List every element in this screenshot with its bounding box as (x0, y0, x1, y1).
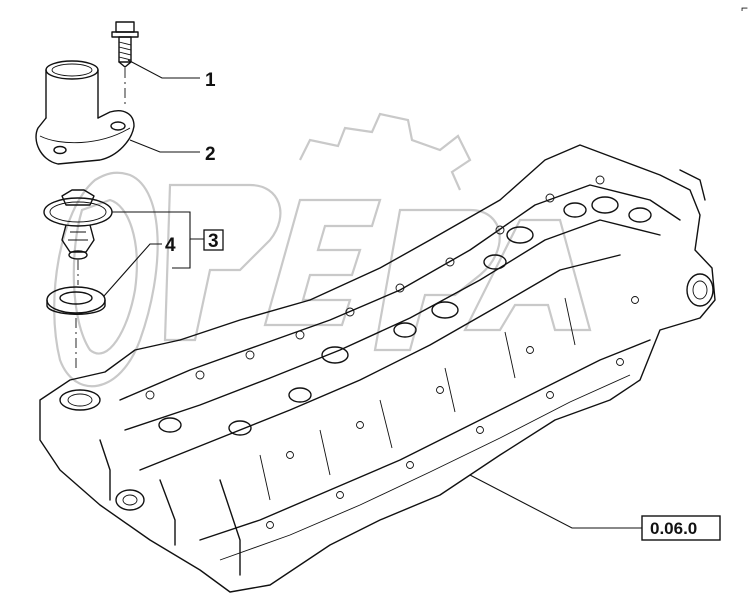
cylinder-head-assembly (39, 144, 716, 593)
callout-3-label: 3 (208, 231, 219, 252)
reference-box-frame (641, 515, 721, 541)
callout-4-label: 4 (165, 235, 176, 256)
watermark-logo (53, 112, 592, 388)
callout-1-label: 1 (205, 70, 216, 91)
reference-box[interactable]: 0.06.0 (641, 515, 721, 541)
corner-mark: ⌐ (741, 1, 748, 15)
head-bolt-holes (145, 175, 639, 529)
part-1-bolt (111, 21, 139, 108)
part-2-thermostat-housing (35, 60, 135, 165)
callout-3-box (203, 229, 224, 251)
callout-3: 3 (203, 229, 224, 252)
part-3-thermostat (43, 189, 113, 285)
part-4-seal-ring (46, 286, 106, 370)
callout-2-label: 2 (205, 144, 216, 165)
reference-box-label: 0.06.0 (650, 519, 697, 538)
callout-2: 2 (205, 144, 216, 165)
callout-4: 4 (165, 235, 176, 256)
leader-lines (103, 59, 642, 529)
callout-1: 1 (205, 70, 216, 91)
